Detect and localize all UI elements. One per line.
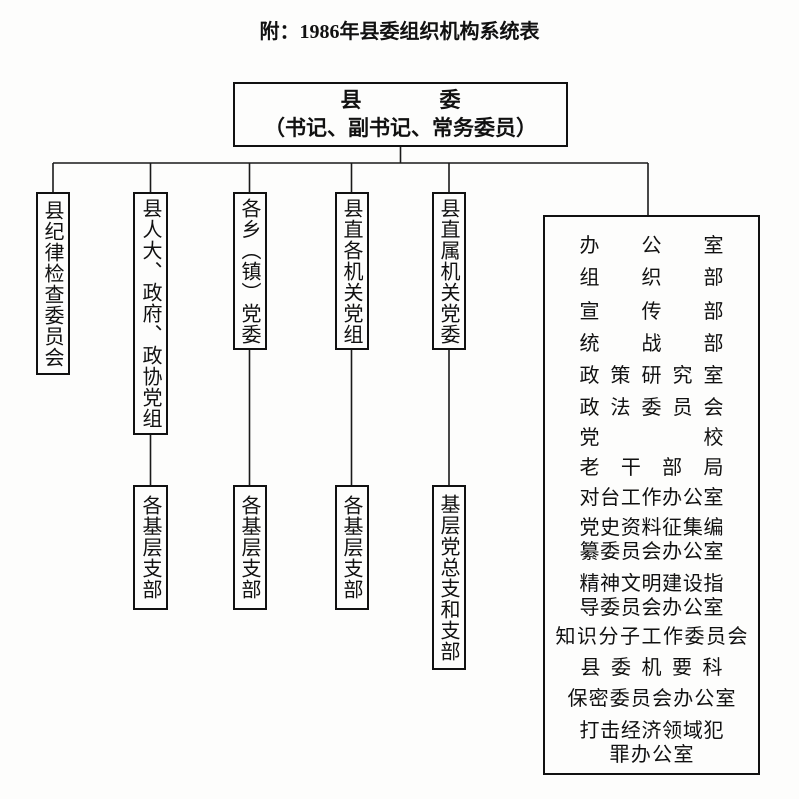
office-name: 党校 — [579, 425, 724, 449]
office-policy-research: 政策研究室 — [545, 363, 758, 387]
unit-discipline-inspection-committee: 县纪律检查委员会 — [36, 192, 70, 375]
office-veteran-cadres-bureau: 老干部局 — [545, 455, 758, 479]
office-name: 宣传部 — [579, 299, 724, 323]
office-name-line-1: 精神文明建设指 — [579, 571, 724, 595]
office-organization-department: 组织部 — [545, 265, 758, 289]
office-party-school: 党校 — [545, 425, 758, 449]
sub-direct-organs-general-branches: 基层党总支和支部 — [432, 485, 466, 670]
office-name-line-2: 纂委员会办公室 — [579, 539, 724, 563]
office-united-front-department: 统战部 — [545, 331, 758, 355]
office-name: 政法委员会 — [579, 395, 724, 419]
office-name: 政策研究室 — [579, 363, 724, 387]
county-committee-box: 县委 （书记、副书记、常务委员） — [233, 82, 568, 147]
office-general-office: 办公室 — [545, 233, 758, 257]
office-political-legal-committee: 政法委员会 — [545, 395, 758, 419]
office-name: 组织部 — [579, 265, 724, 289]
committee-offices-box: 办公室 组织部 宣传部 统战部 政策研究室 政法委员会 党校 老干部局 对台工作… — [543, 215, 760, 775]
office-name: 知识分子工作委员会 — [555, 624, 748, 648]
sub-township-grassroots-branches: 各基层支部 — [233, 485, 267, 610]
office-secrecy-committee: 保密委员会办公室 — [545, 686, 758, 710]
office-name: 保密委员会办公室 — [567, 686, 736, 710]
unit-township-party-committees: 各乡（镇）党委 — [233, 192, 267, 350]
unit-county-organs-party-group: 县直各机关党组 — [335, 192, 369, 350]
office-spiritual-civilization-committee: 精神文明建设指 导委员会办公室 — [545, 571, 758, 619]
office-name: 统战部 — [579, 331, 724, 355]
sub-organs-grassroots-branches: 各基层支部 — [335, 485, 369, 610]
office-taiwan-affairs: 对台工作办公室 — [545, 485, 758, 509]
office-name-line-2: 罪办公室 — [609, 742, 694, 766]
office-name: 办公室 — [579, 233, 724, 257]
office-name: 老干部局 — [579, 455, 724, 479]
office-name: 对台工作办公室 — [579, 485, 724, 509]
office-publicity-department: 宣传部 — [545, 299, 758, 323]
unit-county-direct-organs-party-committee: 县直属机关党委 — [432, 192, 466, 350]
unit-congress-government-cppcc-party-group: 县人大、政府、政协党组 — [133, 192, 168, 435]
county-committee-name: 县委 — [340, 87, 461, 112]
office-name: 县委机要科 — [580, 655, 723, 679]
office-intellectuals-committee: 知识分子工作委员会 — [545, 624, 758, 648]
county-committee-members: （书记、副书记、常务委员） — [264, 115, 537, 140]
office-name-line-1: 党史资料征集编 — [579, 515, 724, 539]
office-party-history-committee: 党史资料征集编 纂委员会办公室 — [545, 515, 758, 563]
office-anti-economic-crime: 打击经济领域犯 罪办公室 — [545, 718, 758, 766]
chart-title: 附：1986年县委组织机构系统表 — [259, 21, 540, 43]
office-name-line-2: 导委员会办公室 — [579, 595, 724, 619]
office-name-line-1: 打击经济领域犯 — [579, 718, 724, 742]
office-confidential-section: 县委机要科 — [545, 655, 758, 679]
sub-congress-grassroots-branches: 各基层支部 — [133, 485, 168, 610]
